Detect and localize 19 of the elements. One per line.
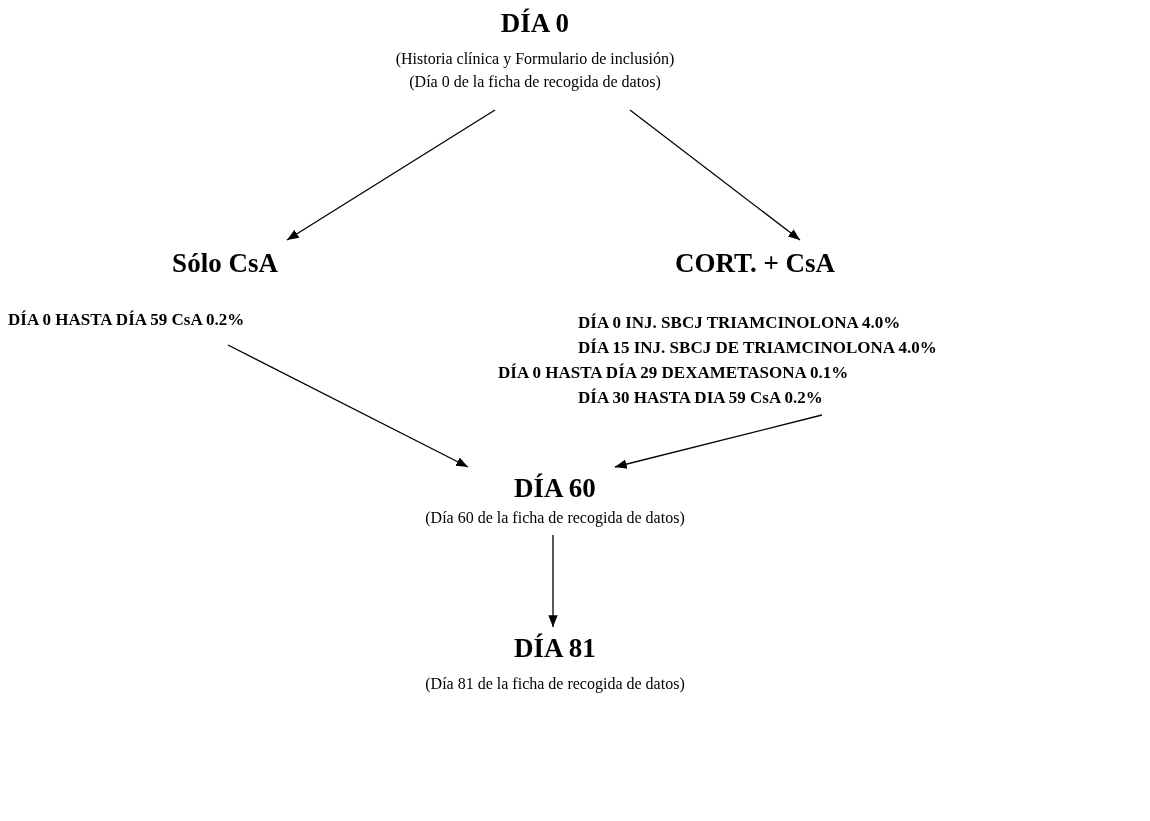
treatment-line: DÍA 0 HASTA DÍA 59 CsA 0.2% [8,310,245,330]
step-note: (Día 81 de la ficha de recogida de datos) [424,675,686,693]
step-title: DÍA 0 [499,8,571,39]
treatment-line: DÍA 0 INJ. SBCJ TRIAMCINOLONA 4.0% [578,313,901,333]
step-title: Sólo CsA [171,248,279,279]
arrow [614,414,823,469]
treatment-line: DÍA 15 INJ. SBCJ DE TRIAMCINOLONA 4.0% [578,338,937,358]
arrow [629,109,801,241]
arrow [548,534,558,628]
treatment-line: DÍA 0 HASTA DÍA 29 DEXAMETASONA 0.1% [498,363,849,383]
arrow [227,344,469,468]
treatment-line: DÍA 30 HASTA DIA 59 CsA 0.2% [578,388,823,408]
step-title: DÍA 81 [513,633,597,664]
step-note: (Historia clínica y Formulario de inclusión) [394,50,676,68]
step-title: DÍA 60 [513,473,597,504]
step-note: (Día 0 de la ficha de recogida de datos) [408,73,662,91]
step-title: CORT. + CsA [673,248,837,279]
step-note: (Día 60 de la ficha de recogida de datos) [424,509,686,527]
arrow [286,109,496,241]
